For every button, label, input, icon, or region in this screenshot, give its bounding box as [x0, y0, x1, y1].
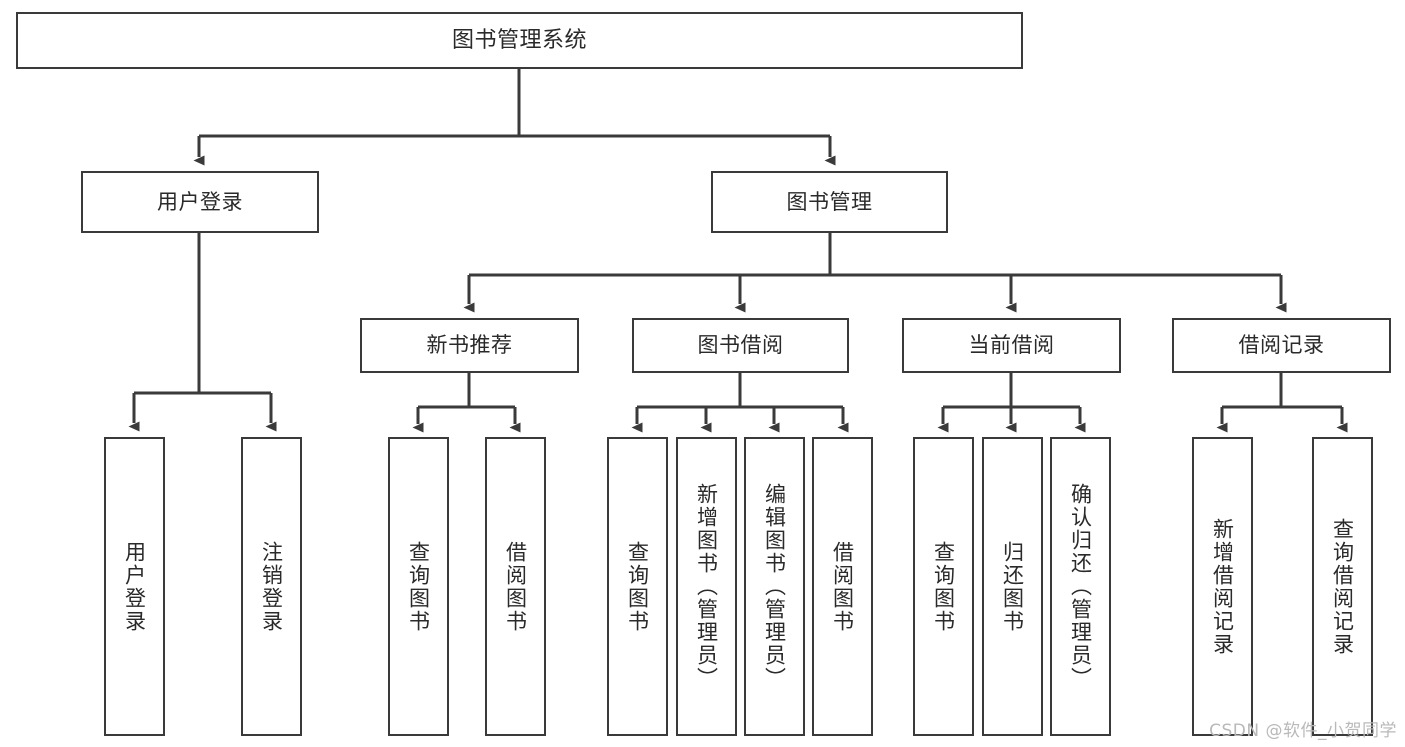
- leaf-query-book-borrow-label: 查询图书: [625, 540, 650, 633]
- node-book-borrow[interactable]: 图书借阅: [632, 318, 849, 373]
- leaf-user-login[interactable]: 用户登录: [104, 437, 165, 736]
- leaf-add-book-admin[interactable]: 新增图书（管理员）: [676, 437, 737, 736]
- edge-book-manage-bus: [463, 233, 1287, 313]
- leaf-edit-book-admin[interactable]: 编辑图书（管理员）: [744, 437, 805, 736]
- leaf-return-book[interactable]: 归还图书: [982, 437, 1043, 736]
- leaf-query-book-current-label: 查询图书: [931, 540, 956, 633]
- node-borrow-records[interactable]: 借阅记录: [1172, 318, 1391, 373]
- node-book-borrow-label: 图书借阅: [697, 333, 784, 358]
- node-borrow-records-label: 借阅记录: [1238, 333, 1325, 358]
- node-book-management-label: 图书管理: [786, 189, 873, 214]
- edge-current-borrow-bus: [937, 373, 1086, 433]
- leaf-query-book-borrow[interactable]: 查询图书: [607, 437, 668, 736]
- node-current-borrow-label: 当前借阅: [968, 333, 1055, 358]
- leaf-return-book-label: 归还图书: [1000, 540, 1025, 633]
- node-user-login[interactable]: 用户登录: [81, 171, 319, 233]
- leaf-borrow-book-recommend-label: 借阅图书: [503, 540, 528, 633]
- leaf-logout-label: 注销登录: [259, 540, 284, 633]
- leaf-edit-book-admin-label: 编辑图书（管理员）: [762, 483, 787, 690]
- edge-records-bus: [1216, 373, 1348, 433]
- leaf-query-borrow-record[interactable]: 查询借阅记录: [1312, 437, 1373, 736]
- leaf-query-borrow-record-label: 查询借阅记录: [1330, 517, 1355, 656]
- leaf-add-borrow-record[interactable]: 新增借阅记录: [1192, 437, 1253, 736]
- leaf-confirm-return-admin[interactable]: 确认归还（管理员）: [1050, 437, 1111, 736]
- leaf-logout[interactable]: 注销登录: [241, 437, 302, 736]
- node-root-label: 图书管理系统: [451, 27, 587, 53]
- watermark: CSDN @软件_小贺同学: [1209, 721, 1397, 741]
- node-new-book-recommend-label: 新书推荐: [426, 333, 513, 358]
- leaf-borrow-book-recommend[interactable]: 借阅图书: [485, 437, 546, 736]
- leaf-query-book-current[interactable]: 查询图书: [913, 437, 974, 736]
- leaf-borrow-book[interactable]: 借阅图书: [812, 437, 873, 736]
- node-new-book-recommend[interactable]: 新书推荐: [360, 318, 579, 373]
- leaf-add-book-admin-label: 新增图书（管理员）: [694, 483, 719, 690]
- leaf-query-book-recommend-label: 查询图书: [406, 540, 431, 633]
- node-current-borrow[interactable]: 当前借阅: [902, 318, 1121, 373]
- node-user-login-label: 用户登录: [157, 189, 243, 214]
- leaf-add-borrow-record-label: 新增借阅记录: [1210, 517, 1235, 656]
- node-root[interactable]: 图书管理系统: [16, 12, 1023, 69]
- edge-borrow-bus: [631, 373, 849, 433]
- node-book-management[interactable]: 图书管理: [711, 171, 948, 233]
- leaf-query-book-recommend[interactable]: 查询图书: [388, 437, 449, 736]
- leaf-borrow-book-label: 借阅图书: [830, 540, 855, 633]
- edge-new-book-bus: [412, 373, 521, 433]
- leaf-user-login-label: 用户登录: [122, 540, 147, 633]
- edge-user-login-bus: [128, 233, 277, 432]
- edge-root-bus: [193, 69, 836, 166]
- leaf-confirm-return-admin-label: 确认归还（管理员）: [1068, 483, 1093, 690]
